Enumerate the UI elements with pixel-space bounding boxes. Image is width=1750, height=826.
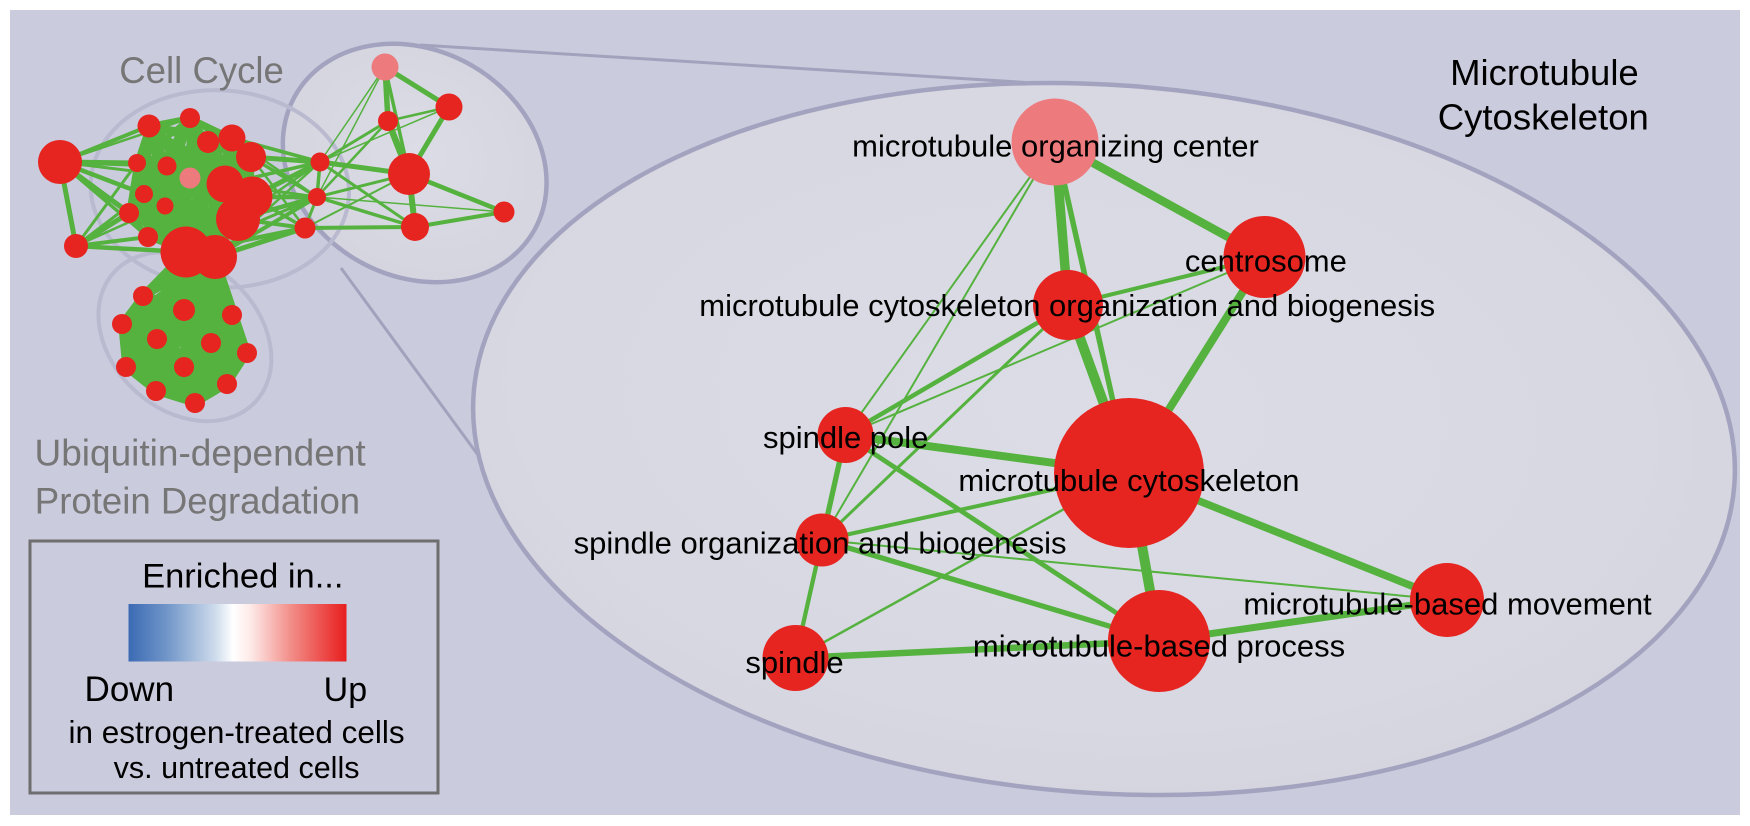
svg-text:microtubule-based movement: microtubule-based movement <box>1243 587 1652 622</box>
svg-text:vs. untreated cells: vs. untreated cells <box>114 751 360 785</box>
svg-text:Microtubule: Microtubule <box>1450 52 1639 93</box>
svg-text:Protein Degradation: Protein Degradation <box>35 480 360 521</box>
svg-text:spindle organization and bioge: spindle organization and biogenesis <box>574 526 1067 561</box>
svg-text:Enriched in...: Enriched in... <box>142 558 343 596</box>
svg-text:in estrogen-treated cells: in estrogen-treated cells <box>69 714 405 750</box>
svg-text:Down: Down <box>85 670 174 709</box>
svg-text:spindle pole: spindle pole <box>763 420 928 455</box>
svg-text:microtubule cytoskeleton: microtubule cytoskeleton <box>958 463 1299 498</box>
svg-text:Cytoskeleton: Cytoskeleton <box>1438 96 1649 137</box>
svg-text:spindle: spindle <box>745 645 843 680</box>
svg-text:microtubule-based process: microtubule-based process <box>973 629 1345 664</box>
svg-text:centrosome: centrosome <box>1185 244 1347 279</box>
svg-text:Ubiquitin-dependent: Ubiquitin-dependent <box>35 433 367 474</box>
svg-text:Up: Up <box>324 671 367 709</box>
svg-text:microtubule organizing center: microtubule organizing center <box>852 129 1259 164</box>
svg-text:microtubule cytoskeleton organ: microtubule cytoskeleton organization an… <box>699 288 1435 323</box>
svg-text:Cell Cycle: Cell Cycle <box>119 50 284 91</box>
